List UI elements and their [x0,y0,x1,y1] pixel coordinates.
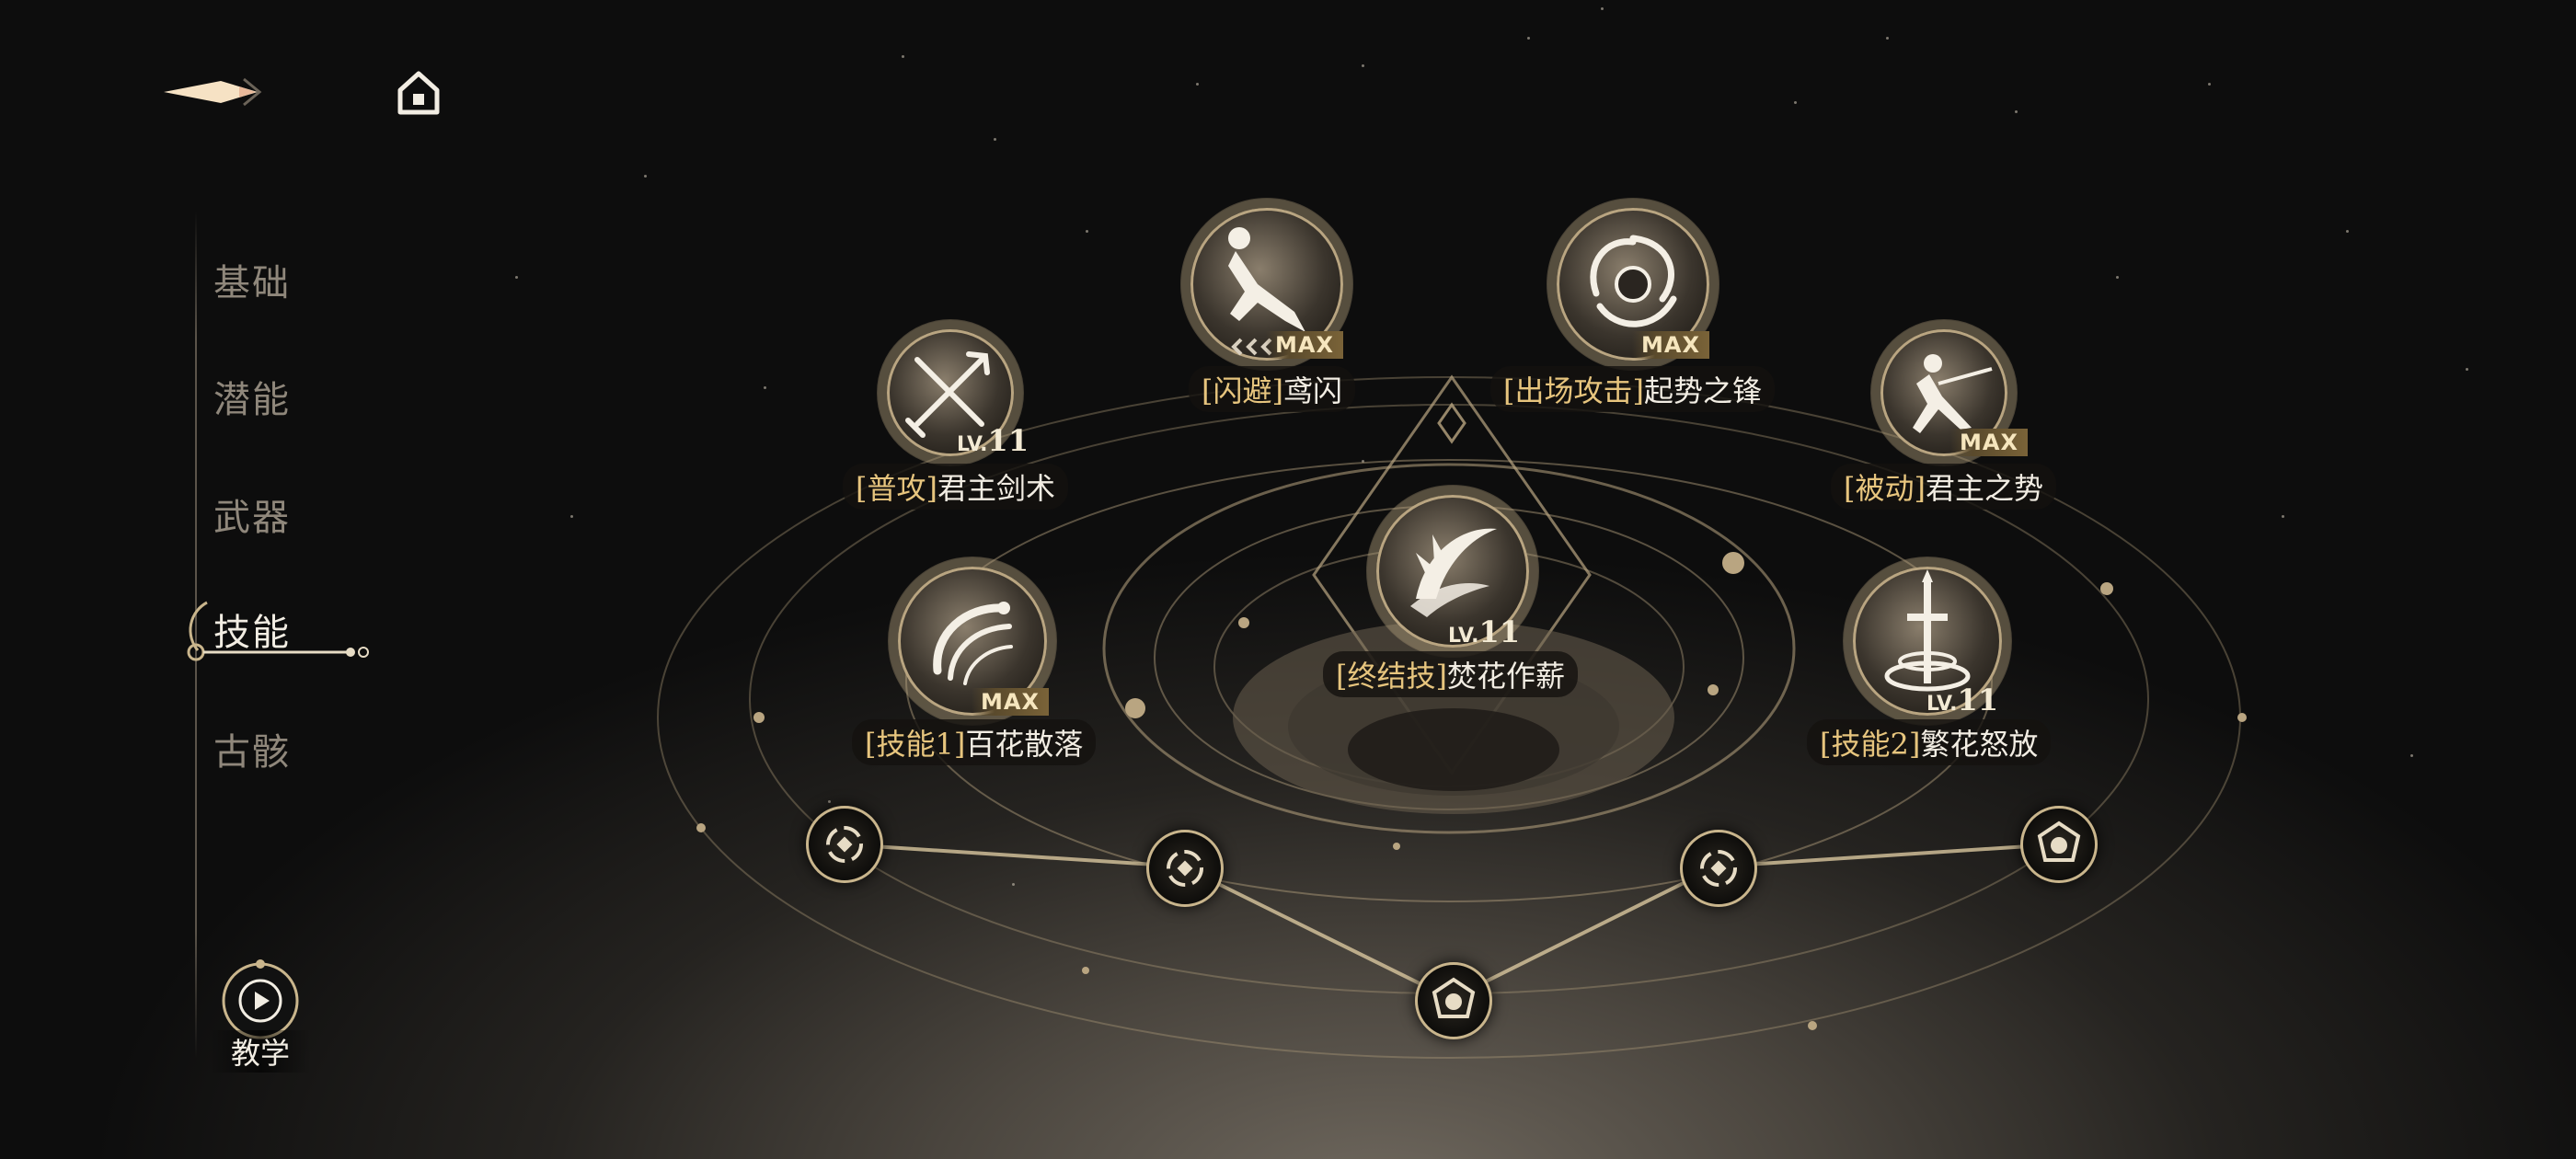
nav-item-basics[interactable]: 基础 [213,262,291,304]
rotate-rune-icon [1167,850,1203,887]
rotate-rune-icon [826,826,863,863]
skill2-icon-frame [1853,567,2002,716]
vortex-icon [1590,235,1677,327]
skill2-label: [技能2]繁花怒放 [1807,719,2052,765]
finisher-level-badge: LV.11 [1448,614,1521,649]
talent-node-3[interactable] [1680,830,1757,907]
dash-figure-icon [1228,227,1305,356]
back-button[interactable] [156,64,276,120]
sword-spiral-icon [1884,569,1971,692]
entry-attack-label: [出场攻击]起势之锋 [1490,366,1775,412]
home-icon [397,71,440,115]
talent-node-1[interactable] [806,806,883,883]
skill2-level-badge: LV.11 [1926,683,1999,717]
normal-attack-level-badge: LV.11 [957,423,1029,458]
crossed-swords-icon [905,351,990,438]
home-button[interactable] [391,64,446,120]
skill-passive[interactable]: MAX [1877,324,2028,462]
passive-label: [被动]君主之势 [1831,464,2056,510]
skill1-max-badge: MAX [972,688,1049,716]
nav-track [195,212,197,1058]
flower-emblem-icon [1432,977,1476,1018]
play-icon [222,959,299,1039]
finisher-icon-frame [1376,495,1529,648]
back-arrow-icon [164,77,262,107]
normal-attack-label: [普攻]君主剑术 [843,464,1068,510]
skill-normal-attack[interactable]: LV.11 [883,324,1030,508]
flower-emblem-icon [2037,820,2081,862]
nav-item-relics[interactable]: 古骸 [213,731,291,774]
nav-active-indicator [187,601,369,661]
talent-node-2[interactable] [1146,830,1224,907]
skill-finisher[interactable]: LV.11 [1373,489,1538,655]
nav-item-skills[interactable]: 技能 [213,612,291,654]
skill-dodge[interactable]: MAX [1187,204,1352,370]
blade-burst-icon [1410,528,1497,617]
dodge-label: [闪避]鸢闪 [1189,366,1355,412]
talent-node-4[interactable] [2020,806,2098,883]
normal-attack-icon-frame [887,329,1014,456]
skill-entry-attack[interactable]: MAX [1553,204,1719,370]
rotate-rune-icon [1700,850,1737,887]
skill1-label: [技能1]百花散落 [852,719,1097,765]
finisher-label: [终结技]焚花作薪 [1323,651,1578,697]
skill-2[interactable]: LV.11 [1849,563,2015,729]
nav-item-potential[interactable]: 潜能 [213,379,291,421]
tutorial-label: 教学 [210,1030,311,1073]
talent-node-core[interactable] [1415,962,1492,1039]
tutorial-button[interactable]: 教学 [210,957,311,1073]
entry-attack-max-badge: MAX [1632,331,1709,359]
dodge-max-badge: MAX [1266,331,1343,359]
petal-swirl-icon [933,602,1013,685]
passive-max-badge: MAX [1950,429,2028,456]
skill-1[interactable]: MAX [894,563,1060,729]
nav-item-weapon[interactable]: 武器 [213,497,291,539]
swordsman-icon [1913,354,1993,433]
